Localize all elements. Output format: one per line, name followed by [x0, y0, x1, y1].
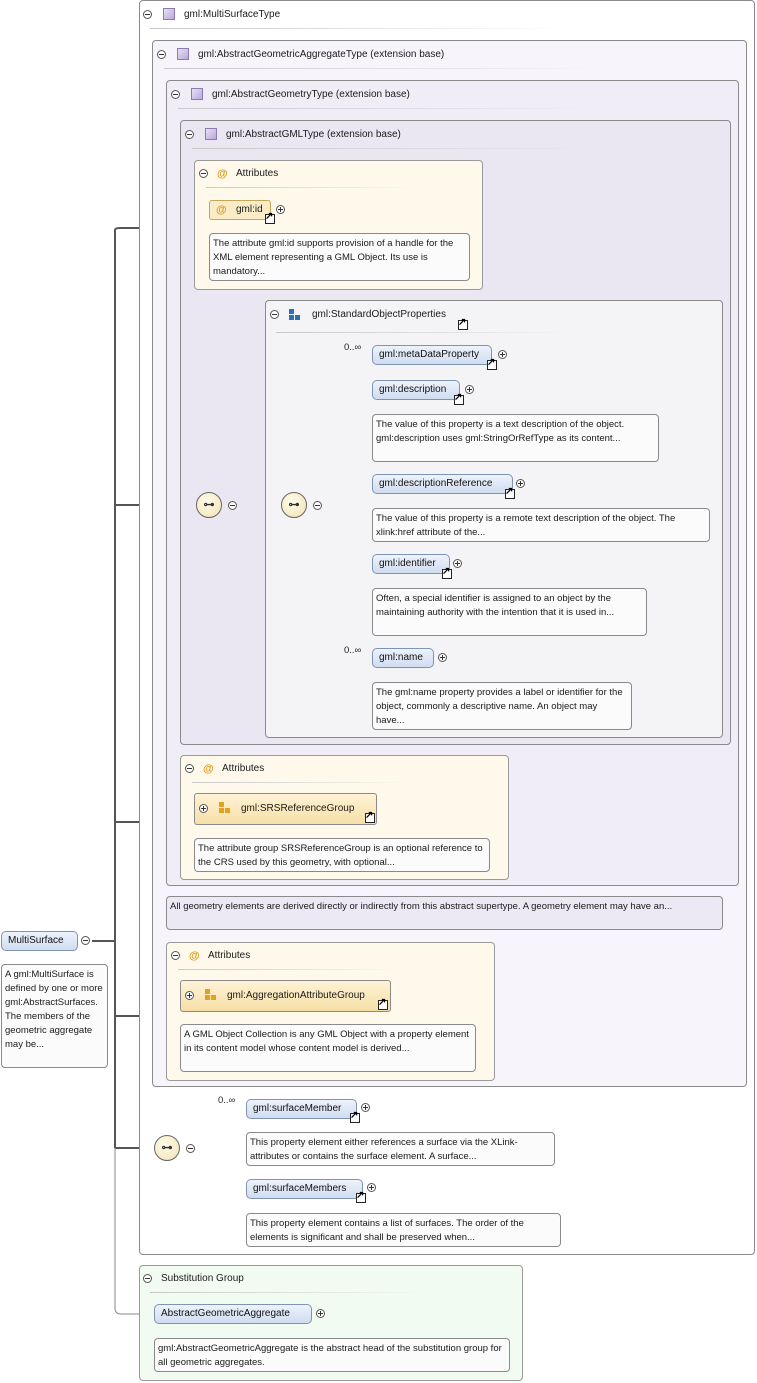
expand-icon[interactable] [361, 1103, 370, 1112]
surface-members-element[interactable]: gml:surfaceMembers [246, 1179, 363, 1199]
complex-type-icon [191, 88, 203, 100]
description-reference-doc: The value of this property is a remote t… [372, 508, 710, 542]
srs-reference-group-label: gml:SRSReferenceGroup [241, 803, 355, 814]
name-cardinality: 0..∞ [344, 645, 362, 656]
expand-icon[interactable] [453, 559, 462, 568]
aggregation-doc: A GML Object Collection is any GML Objec… [180, 1024, 476, 1072]
collapse-icon[interactable] [157, 50, 166, 59]
header-divider [178, 108, 598, 109]
expand-icon[interactable] [276, 205, 285, 214]
model-group-icon [205, 989, 217, 1001]
multi-surface-doc: A gml:MultiSurface is defined by one or … [1, 964, 108, 1068]
collapse-icon[interactable] [228, 501, 237, 510]
abstract-geometry-doc: All geometry elements are derived direct… [166, 896, 723, 930]
expand-icon[interactable] [498, 350, 507, 359]
at-sign-icon: @ [189, 950, 200, 962]
multi-surface-element[interactable]: MultiSurface [1, 931, 78, 951]
standard-object-properties-label: gml:StandardObjectProperties [312, 309, 446, 320]
srs-reference-doc: The attribute group SRSReferenceGroup is… [194, 838, 490, 872]
srs-reference-group[interactable]: gml:SRSReferenceGroup [194, 793, 377, 825]
header-divider [206, 187, 416, 188]
abstract-gml-type-label: gml:AbstractGMLType (extension base) [226, 129, 401, 140]
header-divider [276, 332, 576, 333]
complex-type-icon [205, 128, 217, 140]
link-arrow-icon[interactable] [458, 317, 468, 330]
collapse-icon[interactable] [185, 764, 194, 773]
collapse-icon[interactable] [81, 936, 90, 945]
attributes-title: Attributes [222, 763, 265, 774]
surface-member-doc: This property element either references … [246, 1132, 555, 1166]
expand-icon[interactable] [367, 1183, 376, 1192]
gml-id-label: gml:id [236, 204, 263, 215]
header-divider [150, 28, 570, 29]
complex-type-icon [177, 48, 189, 60]
substitution-group-title: Substitution Group [161, 1273, 244, 1284]
metadata-property-element[interactable]: gml:metaDataProperty [372, 345, 492, 365]
multi-surface-type-label: gml:MultiSurfaceType [184, 9, 281, 20]
sequence-icon[interactable]: ⊶ [196, 492, 222, 518]
expand-icon[interactable] [316, 1309, 325, 1318]
collapse-icon[interactable] [185, 130, 194, 139]
sequence-icon[interactable]: ⊶ [281, 492, 307, 518]
collapse-icon[interactable] [186, 1144, 195, 1153]
expand-icon[interactable] [465, 385, 474, 394]
description-doc: The value of this property is a text des… [372, 414, 659, 462]
link-arrow-icon[interactable] [505, 486, 515, 499]
metadata-cardinality: 0..∞ [344, 342, 362, 353]
model-group-icon [289, 309, 301, 321]
header-divider [150, 1292, 430, 1293]
header-divider [178, 969, 398, 970]
name-element[interactable]: gml:name [372, 648, 434, 668]
abstract-geometric-aggregate-type-label: gml:AbstractGeometricAggregateType (exte… [198, 49, 445, 60]
surface-members-doc: This property element contains a list of… [246, 1213, 561, 1247]
attributes-title: Attributes [208, 950, 251, 961]
surface-member-element[interactable]: gml:surfaceMember [246, 1099, 357, 1119]
surface-member-cardinality: 0..∞ [218, 1095, 236, 1106]
expand-icon[interactable] [516, 479, 525, 488]
at-sign-icon: @ [203, 763, 214, 775]
collapse-icon[interactable] [313, 501, 322, 510]
at-sign-icon: @ [216, 204, 227, 216]
wire-to-gmlid [114, 227, 196, 231]
header-divider [192, 148, 592, 149]
collapse-icon[interactable] [199, 169, 208, 178]
abstract-geometry-type-label: gml:AbstractGeometryType (extension base… [212, 89, 410, 100]
link-arrow-icon[interactable] [265, 211, 275, 224]
link-arrow-icon[interactable] [487, 357, 497, 370]
header-divider [192, 782, 412, 783]
link-arrow-icon[interactable] [454, 392, 464, 405]
abstract-geometric-aggregate-element[interactable]: AbstractGeometricAggregate [154, 1304, 312, 1324]
collapse-icon[interactable] [143, 1274, 152, 1283]
substitution-doc: gml:AbstractGeometricAggregate is the ab… [154, 1338, 510, 1372]
complex-type-icon [163, 8, 175, 20]
link-arrow-icon[interactable] [350, 1110, 360, 1123]
link-arrow-icon[interactable] [365, 810, 375, 823]
attributes-title: Attributes [236, 168, 279, 179]
link-arrow-icon[interactable] [442, 566, 452, 579]
aggregation-attribute-group-label: gml:AggregationAttributeGroup [227, 990, 365, 1001]
aggregation-attribute-group[interactable]: gml:AggregationAttributeGroup [180, 980, 391, 1012]
collapse-icon[interactable] [270, 310, 279, 319]
model-group-icon [219, 802, 231, 814]
description-element[interactable]: gml:description [372, 380, 460, 400]
sequence-icon[interactable]: ⊶ [154, 1135, 180, 1161]
link-arrow-icon[interactable] [356, 1190, 366, 1203]
gml-id-attribute[interactable]: @ gml:id [209, 200, 271, 220]
identifier-doc: Often, a special identifier is assigned … [372, 588, 647, 636]
name-doc: The gml:name property provides a label o… [372, 682, 632, 730]
description-reference-element[interactable]: gml:descriptionReference [372, 474, 513, 494]
expand-icon[interactable] [199, 804, 208, 813]
identifier-element[interactable]: gml:identifier [372, 554, 450, 574]
at-sign-icon: @ [217, 168, 228, 180]
gml-id-doc: The attribute gml:id supports provision … [209, 233, 470, 281]
header-divider [164, 68, 604, 69]
collapse-icon[interactable] [171, 90, 180, 99]
wire-subst [114, 1148, 154, 1315]
collapse-icon[interactable] [171, 951, 180, 960]
expand-icon[interactable] [438, 653, 447, 662]
expand-icon[interactable] [185, 991, 194, 1000]
link-arrow-icon[interactable] [378, 997, 388, 1010]
collapse-icon[interactable] [143, 10, 152, 19]
